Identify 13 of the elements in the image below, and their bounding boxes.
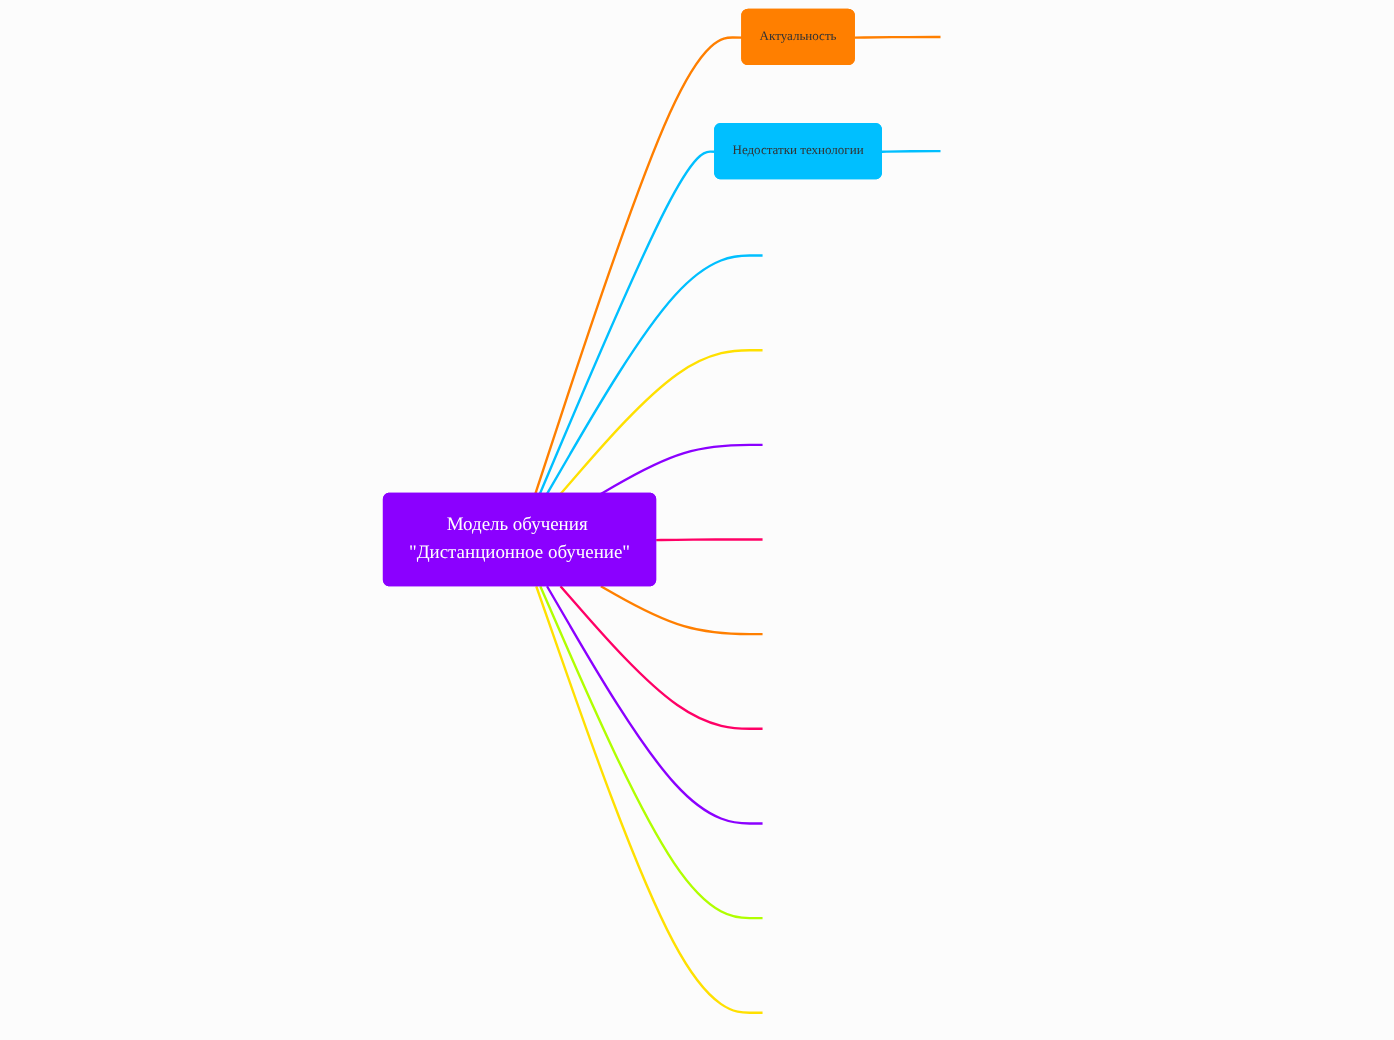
connector-line [854, 35, 940, 39]
connector-line [881, 149, 940, 153]
connector-line [538, 585, 763, 920]
connector-line [545, 585, 763, 825]
connector-line [559, 349, 763, 495]
connector-line [534, 585, 763, 1014]
connector-line [533, 36, 742, 495]
connector-line [545, 254, 763, 495]
connector-line [655, 538, 763, 542]
connector-line [538, 150, 715, 495]
connector-line [599, 443, 763, 495]
connector-line [599, 585, 763, 636]
connector-line [559, 585, 763, 730]
